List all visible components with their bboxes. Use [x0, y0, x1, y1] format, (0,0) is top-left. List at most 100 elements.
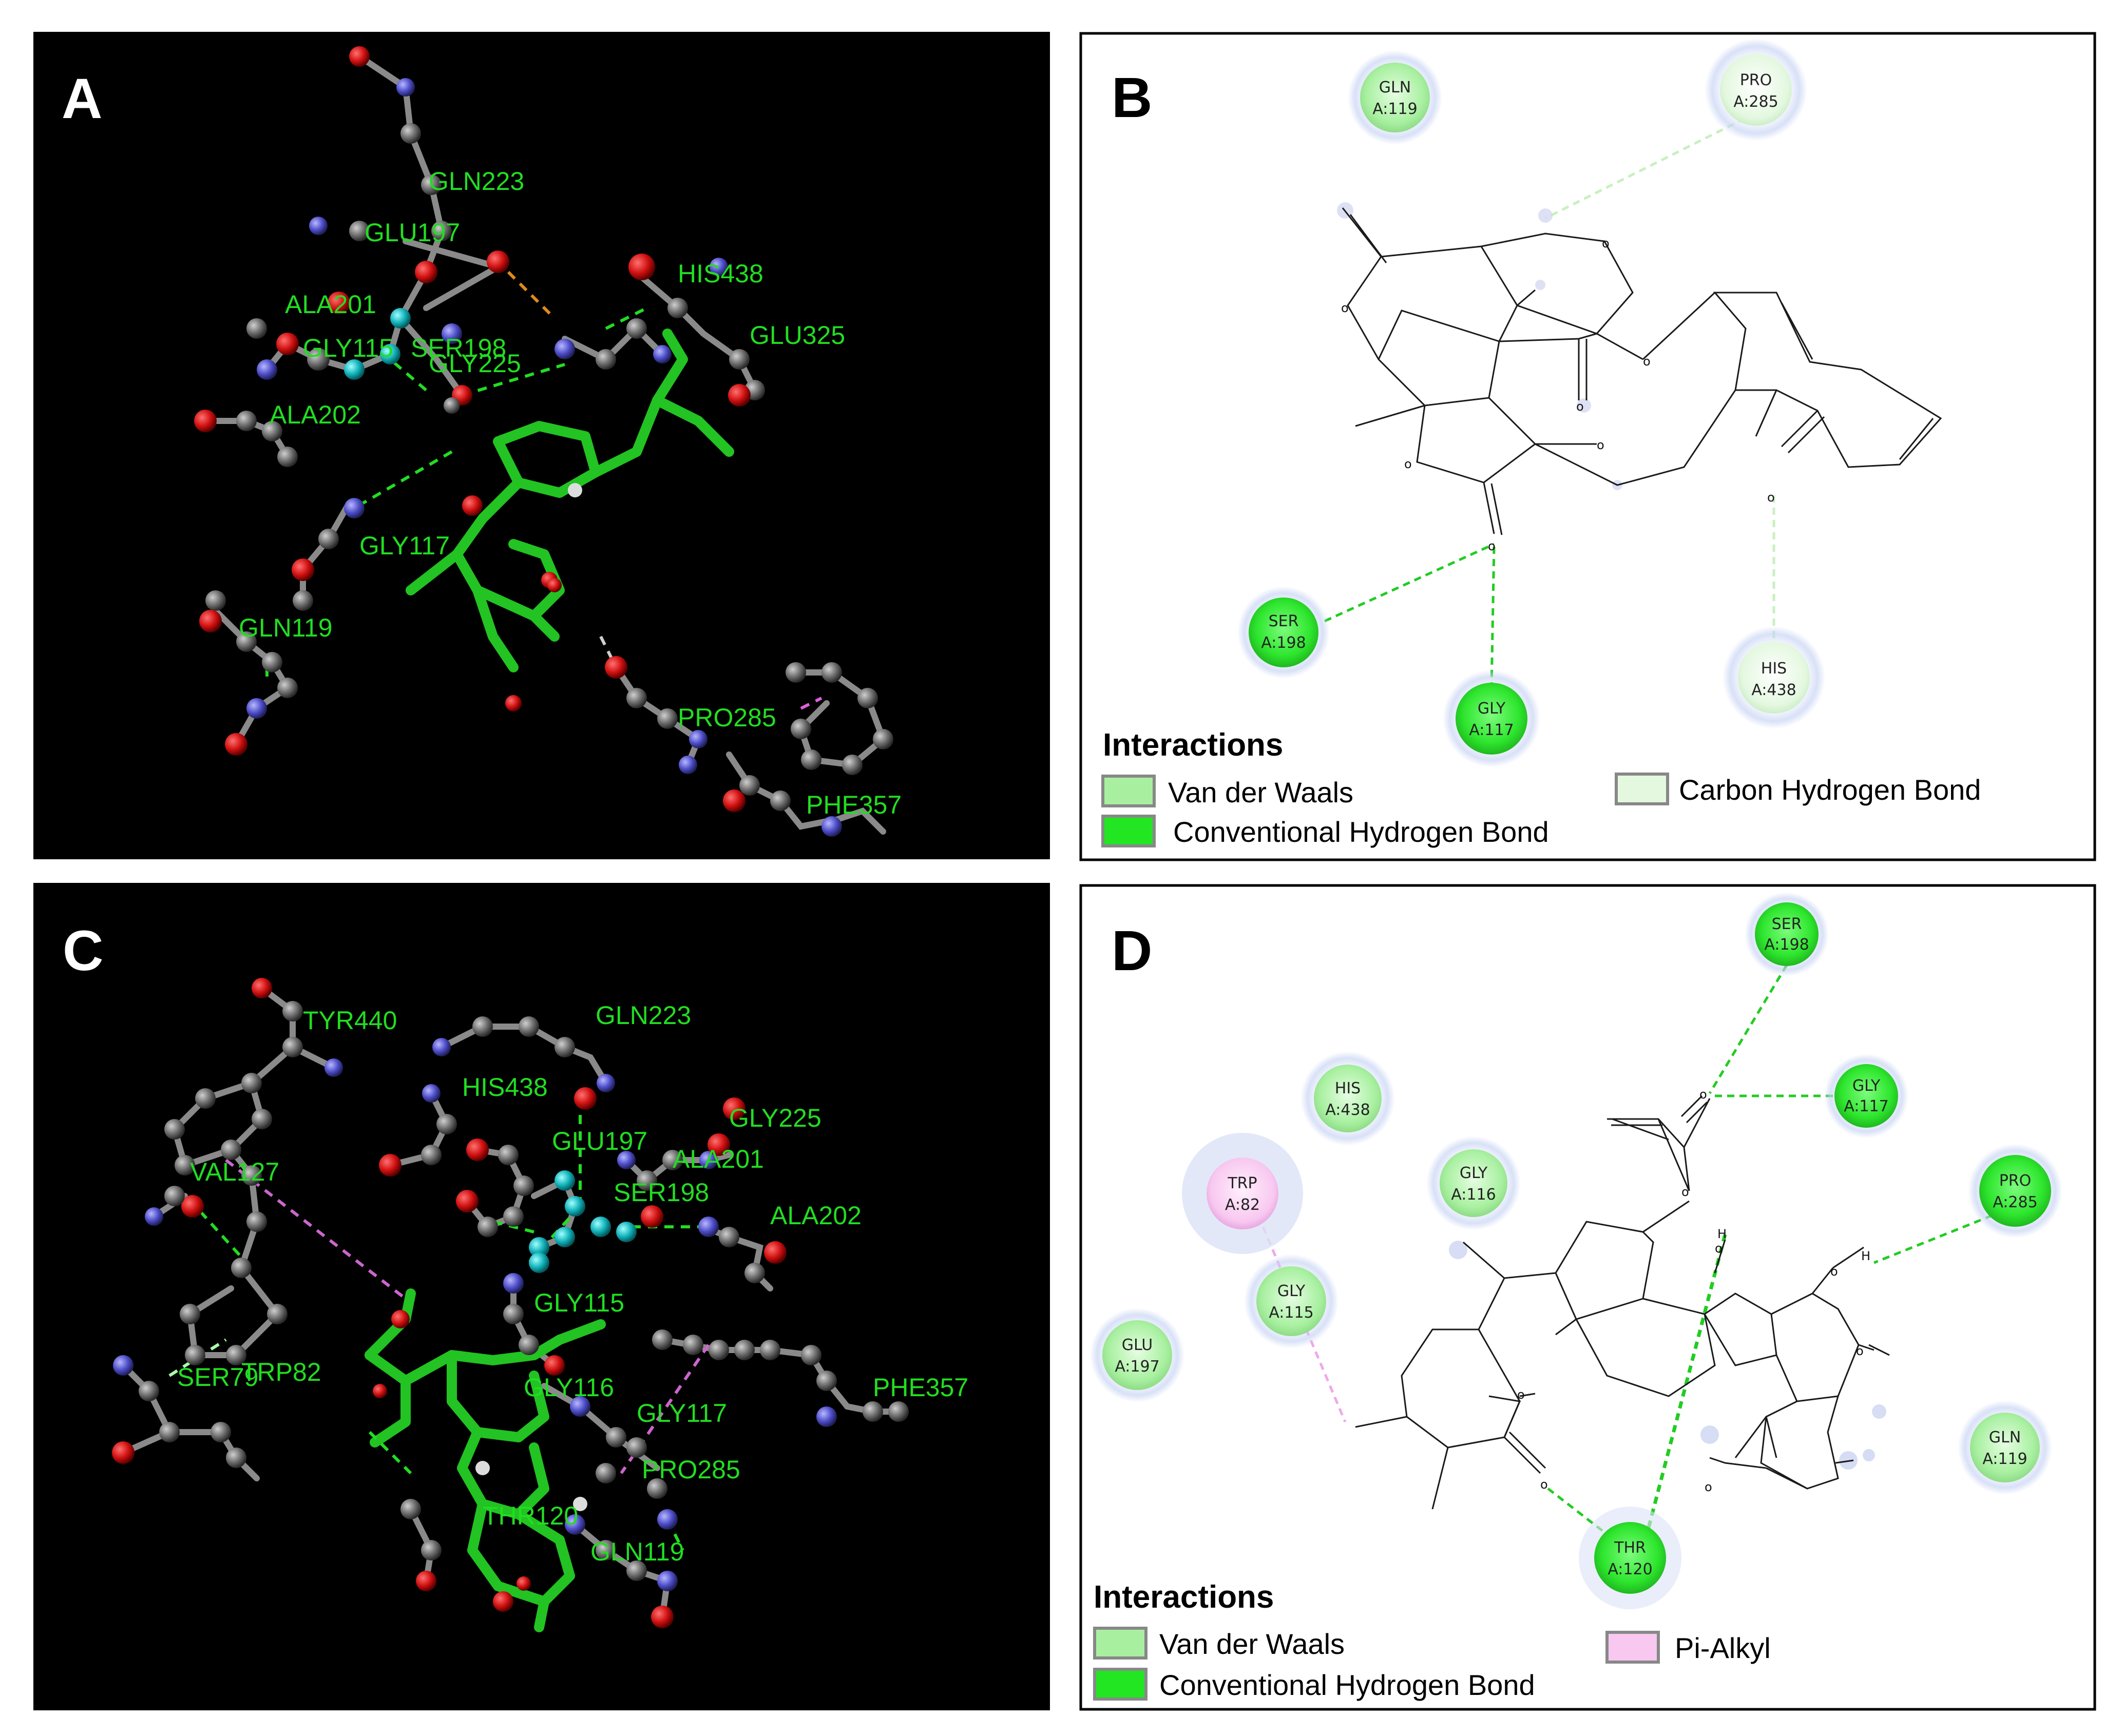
residue-label: GLY116	[524, 1373, 614, 1402]
panel-a-ligand	[406, 329, 734, 672]
legend-swatch-hbond	[1101, 815, 1156, 847]
legend-label: Conventional Hydrogen Bond	[1159, 1669, 1535, 1701]
residue-label: TYR440	[303, 1006, 397, 1035]
panel-d-residue-thr120: THR A:120	[1579, 1507, 1681, 1609]
svg-text:A:285: A:285	[1733, 93, 1778, 111]
residue-label: GLU197	[365, 218, 460, 247]
panel-b-residue-gly117: GLY A:117	[1443, 670, 1540, 767]
svg-text:A:198: A:198	[1764, 936, 1809, 954]
panel-b: B	[1079, 32, 2096, 861]
panel-b-residue-his438: HIS A:438	[1723, 626, 1825, 729]
legend-label: Van der Waals	[1168, 776, 1353, 808]
svg-text:o: o	[1681, 1185, 1689, 1199]
residue-label: GLN119	[239, 613, 333, 642]
panel-a-letter: A	[62, 67, 102, 130]
svg-text:A:82: A:82	[1225, 1196, 1260, 1214]
panel-b-ligand-structure	[1337, 202, 1942, 535]
panel-d-residue-trp82: TRP A:82	[1182, 1133, 1303, 1254]
svg-text:THR: THR	[1614, 1539, 1646, 1557]
panel-b-residue-ser198: SER A:198	[1237, 586, 1330, 679]
svg-text:o: o	[1576, 399, 1584, 414]
svg-text:SER: SER	[1772, 915, 1802, 933]
panel-c-labels: TYR440 GLN223 HIS438 GLY225 GLU197 ALA20…	[177, 1001, 968, 1566]
legend-swatch-vdw	[1101, 775, 1156, 807]
legend-title: Interactions	[1094, 1579, 1274, 1615]
residue-label: SER79	[177, 1363, 258, 1392]
svg-text:SER: SER	[1269, 612, 1299, 630]
svg-text:GLN: GLN	[1989, 1429, 2021, 1446]
panel-d-residue-ser198: SER A:198	[1745, 892, 1829, 976]
residue-label: GLY115	[303, 334, 393, 362]
panel-b-residue-pro285: PRO A:285	[1705, 38, 1807, 141]
svg-text:A:438: A:438	[1751, 681, 1796, 699]
residue-label: PRO285	[678, 703, 776, 732]
svg-text:PRO: PRO	[1999, 1172, 2032, 1190]
legend-label: Pi-Alkyl	[1675, 1632, 1771, 1664]
panel-d-residue-gly116: GLY A:116	[1426, 1136, 1521, 1230]
svg-text:A:438: A:438	[1325, 1101, 1370, 1119]
svg-text:o: o	[1517, 1387, 1525, 1402]
svg-text:GLY: GLY	[1852, 1077, 1881, 1095]
svg-text:o: o	[1488, 539, 1496, 553]
panel-a-background	[33, 32, 1050, 859]
svg-text:o: o	[1602, 236, 1610, 250]
panel-c-atoms	[112, 978, 909, 1628]
residue-label: GLY117	[359, 531, 450, 560]
svg-text:GLY: GLY	[1277, 1282, 1306, 1300]
svg-text:H: H	[1717, 1227, 1727, 1241]
svg-text:HIS: HIS	[1761, 660, 1787, 678]
panel-c-background	[33, 883, 1050, 1710]
svg-text:GLY: GLY	[1478, 700, 1506, 718]
panel-d-residue-his438: HIS A:438	[1300, 1051, 1395, 1146]
svg-text:A:116: A:116	[1451, 1186, 1496, 1204]
panel-d-residue-gly115: GLY A:115	[1244, 1254, 1338, 1348]
svg-text:PRO: PRO	[1740, 71, 1772, 89]
legend-swatch-chbond	[1615, 773, 1669, 805]
residue-label: GLU325	[750, 321, 845, 350]
svg-text:A:197: A:197	[1115, 1358, 1159, 1376]
legend-swatch-pialkyl	[1605, 1631, 1660, 1664]
svg-text:o: o	[1699, 1087, 1707, 1102]
residue-label: GLN223	[596, 1001, 691, 1030]
svg-text:H: H	[1861, 1249, 1870, 1263]
residue-label: ALA202	[770, 1201, 862, 1230]
panel-d-legend: Interactions Van der Waals Conventional …	[1093, 1579, 1771, 1701]
svg-text:o: o	[1597, 438, 1604, 452]
svg-text:o: o	[1705, 1480, 1712, 1494]
svg-text:GLN: GLN	[1379, 79, 1411, 97]
legend-label: Van der Waals	[1159, 1628, 1345, 1660]
residue-label: THR120	[483, 1501, 578, 1530]
svg-text:o: o	[1540, 1477, 1548, 1492]
panel-b-frame	[1079, 32, 2096, 861]
residue-label: GLY117	[637, 1399, 727, 1428]
residue-label: HIS438	[462, 1073, 548, 1102]
legend-title: Interactions	[1103, 727, 1283, 763]
svg-text:o: o	[1341, 301, 1349, 315]
residue-label: ALA201	[285, 290, 376, 319]
legend-label: Carbon Hydrogen Bond	[1679, 774, 1981, 806]
residue-label: SER198	[614, 1178, 709, 1207]
svg-text:o: o	[1830, 1264, 1838, 1279]
residue-label: TRP82	[241, 1358, 321, 1386]
legend-swatch-hbond	[1093, 1668, 1147, 1701]
svg-text:A:117: A:117	[1469, 721, 1514, 739]
svg-text:A:119: A:119	[1982, 1450, 2027, 1468]
residue-label: GLU197	[552, 1127, 647, 1155]
panel-c: C	[33, 883, 1050, 1710]
panel-d-residue-glu197: GLU A:197	[1090, 1308, 1184, 1402]
residue-label: ALA202	[270, 400, 361, 429]
panel-a-labels: GLN223 GLU197 ALA201 HIS438 GLY115 SER19…	[239, 167, 902, 819]
residue-label: VAL127	[190, 1158, 279, 1186]
svg-text:A:115: A:115	[1269, 1304, 1313, 1322]
legend-label: Conventional Hydrogen Bond	[1173, 816, 1549, 848]
panel-d-ligand-structure	[1355, 1095, 1890, 1510]
panel-c-letter: C	[63, 919, 103, 982]
svg-text:A:120: A:120	[1608, 1560, 1652, 1578]
svg-text:TRP: TRP	[1227, 1174, 1257, 1192]
svg-text:o: o	[1856, 1344, 1864, 1358]
residue-label: PRO285	[642, 1455, 740, 1484]
panel-d-residue-gln119: GLN A:119	[1958, 1400, 2052, 1495]
residue-label: GLY115	[534, 1288, 624, 1317]
svg-text:A:285: A:285	[1993, 1193, 2037, 1211]
panel-b-atom-labels: o o o o o o o o	[1341, 236, 1775, 553]
